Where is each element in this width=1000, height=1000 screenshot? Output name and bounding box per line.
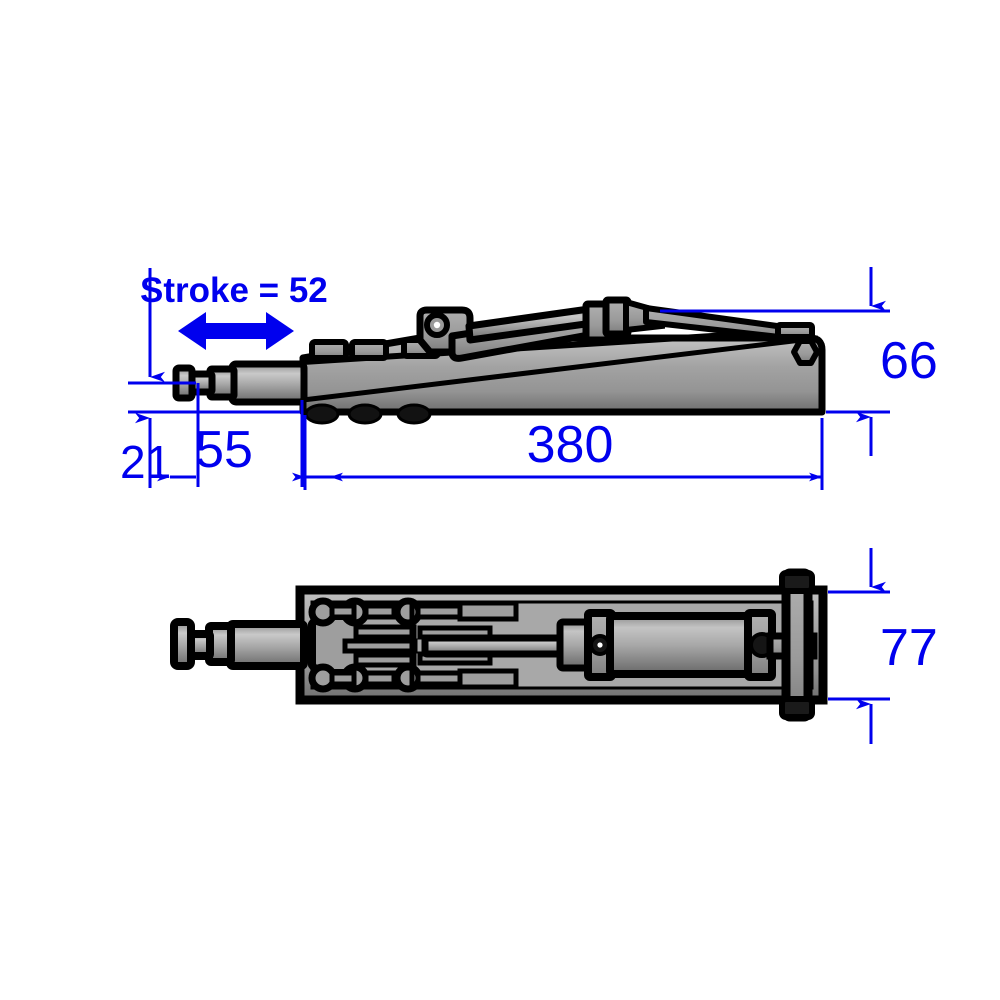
- plan-mount-cap-top: [779, 570, 815, 594]
- stroke-arrow-icon: [178, 312, 294, 350]
- plan-view: [170, 568, 828, 722]
- dim-66-value: 66: [880, 332, 938, 390]
- side-body-inner-slant: [302, 335, 819, 403]
- dim-380-value: 380: [527, 416, 614, 474]
- side-hex-socket: [791, 338, 820, 366]
- side-bottom-feet: [304, 403, 432, 425]
- bottom-foot-1: [304, 403, 340, 425]
- plan-link-plate-u2: [363, 603, 397, 620]
- side-link-arm: [448, 304, 604, 362]
- plan-link-plate-l4: [457, 668, 519, 690]
- dim-77: 77: [828, 548, 938, 744]
- plan-mount-post: [781, 568, 813, 722]
- plan-piston-rod-assembly: [170, 618, 308, 670]
- plan-cylinder-barrel: [606, 612, 758, 678]
- stroke-label: Stroke = 52: [140, 271, 328, 310]
- plan-link-plate-l1: [329, 670, 357, 687]
- plan-link-plate-u4: [457, 600, 519, 622]
- plan-cylinder: [556, 609, 776, 681]
- plan-link-plate-l2: [363, 670, 397, 687]
- plan-centre-bar-3: [353, 652, 417, 668]
- pivot-pin-center: [433, 321, 441, 329]
- plan-rod-barrel: [226, 620, 308, 670]
- dim-55-value: 55: [195, 421, 253, 479]
- plan-link-plate-u1: [329, 603, 357, 620]
- dim-77-value: 77: [880, 619, 938, 677]
- plan-cylinder-port-left-centre: [597, 642, 603, 648]
- plan-centre-bar-1: [353, 624, 417, 640]
- plan-push-rod: [421, 634, 569, 658]
- rod-barrel: [228, 360, 308, 406]
- bottom-foot-3: [396, 403, 432, 425]
- plan-right-mount: [766, 568, 818, 722]
- hex-socket-icon: [791, 338, 820, 366]
- top-boss-1: [309, 339, 349, 361]
- plan-linkage-block: [308, 597, 519, 693]
- bottom-foot-2: [347, 403, 383, 425]
- side-upper-blade: [643, 305, 815, 343]
- side-elevation-view: [172, 296, 826, 425]
- upper-blade-end-boss: [775, 322, 815, 340]
- plan-mount-cap-bottom: [779, 696, 815, 720]
- dim-380: 380: [292, 415, 824, 490]
- dim-21-value: 21: [120, 436, 171, 488]
- dim-66: 66: [660, 267, 938, 456]
- dimension-annotations: Stroke = 52 21 55: [120, 267, 938, 744]
- plan-rod-end-flange: [170, 618, 195, 670]
- plan-centre-bar-2: [342, 638, 418, 654]
- top-boss-2: [349, 339, 389, 361]
